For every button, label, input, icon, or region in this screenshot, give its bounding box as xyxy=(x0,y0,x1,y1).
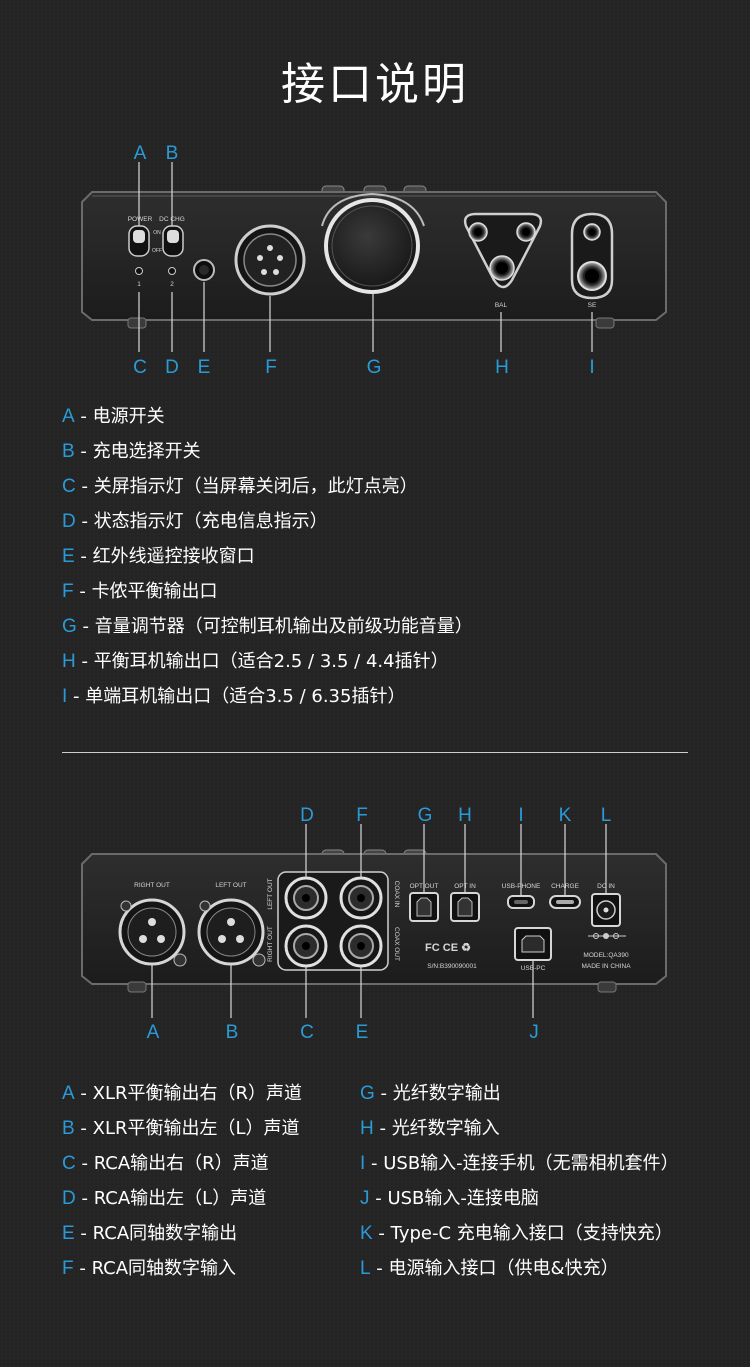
legend-item: E - RCA同轴数字输出 xyxy=(62,1223,238,1244)
serial-number: S/N:B390090001 xyxy=(427,963,477,970)
legend-item: G - 光纤数字输出 xyxy=(360,1083,501,1104)
legend-item: C - 关屏指示灯（当屏幕关闭后，此灯点亮） xyxy=(62,476,418,497)
callout-i: I xyxy=(589,357,594,378)
legend-item: G - 音量调节器（可控制耳机输出及前级功能音量） xyxy=(62,616,473,637)
svg-text:POWER: POWER xyxy=(128,216,153,223)
callout-f: F xyxy=(265,357,277,378)
legend-item: D - RCA输出左（L）声道 xyxy=(62,1188,267,1209)
legend-item: K - Type-C 充电输入接口（支持快充） xyxy=(360,1223,673,1244)
svg-text:LEFT OUT: LEFT OUT xyxy=(267,878,274,909)
rca-coax-input xyxy=(339,876,383,920)
page-title: 接口说明 xyxy=(281,59,469,110)
callout-k: K xyxy=(559,805,572,826)
optical-input: OPT IN xyxy=(450,883,480,922)
callout-j: J xyxy=(529,1022,539,1043)
svg-text:BAL: BAL xyxy=(495,302,508,309)
rca-right-output xyxy=(284,924,328,968)
section-divider xyxy=(62,752,688,753)
volume-knob xyxy=(321,192,425,294)
power-switch: POWER xyxy=(128,216,153,257)
rear-legend-left: A - XLR平衡输出右（R）声道 B - XLR平衡输出左（L）声道 C - … xyxy=(62,1076,302,1286)
xlr-right-output: RIGHT OUT xyxy=(118,882,187,967)
front-panel-diagram: POWER DC CHG ON OFF 1 2 xyxy=(81,143,667,378)
callout-g: G xyxy=(367,357,382,378)
callout-e: E xyxy=(198,357,211,378)
model-label: MODEL:QA390 xyxy=(583,952,629,959)
legend-item: E - 红外线遥控接收窗口 xyxy=(62,546,255,567)
callout-c: C xyxy=(300,1022,314,1043)
svg-text:ON: ON xyxy=(153,230,161,236)
callout-f: F xyxy=(356,805,368,826)
callout-b: B xyxy=(226,1022,239,1043)
callout-h: H xyxy=(458,805,472,826)
legend-item: D - 状态指示灯（充电信息指示） xyxy=(62,511,328,532)
ir-receiver-window xyxy=(193,259,215,281)
svg-text:RIGHT OUT: RIGHT OUT xyxy=(267,926,274,962)
svg-text:1: 1 xyxy=(137,281,141,288)
front-legend: A - 电源开关 B - 充电选择开关 C - 关屏指示灯（当屏幕关闭后，此灯点… xyxy=(62,399,473,714)
legend-item: A - 电源开关 xyxy=(62,406,165,427)
callout-e: E xyxy=(356,1022,369,1043)
balanced-headphone-output: BAL xyxy=(463,212,543,309)
legend-item: F - RCA同轴数字输入 xyxy=(62,1258,237,1279)
single-ended-headphone-output: SE xyxy=(570,212,614,309)
legend-item: H - 光纤数字输入 xyxy=(360,1118,500,1139)
certification-marks: FC CE ♻ xyxy=(425,942,471,954)
legend-item: H - 平衡耳机输出口（适合2.5 / 3.5 / 4.4插针） xyxy=(62,651,449,672)
svg-text:OFF: OFF xyxy=(152,248,162,254)
legend-item: I - 单端耳机输出口（适合3.5 / 6.35插针） xyxy=(62,686,406,707)
rca-left-output xyxy=(284,876,328,920)
xlr-left-output: LEFT OUT xyxy=(197,882,266,967)
legend-item: J - USB输入-连接电脑 xyxy=(360,1188,539,1209)
legend-item: A - XLR平衡输出右（R）声道 xyxy=(62,1083,303,1104)
svg-text:COAX OUT: COAX OUT xyxy=(393,927,400,961)
callout-d: D xyxy=(300,805,314,826)
svg-text:SE: SE xyxy=(588,302,597,309)
svg-text:COAX IN: COAX IN xyxy=(393,881,400,908)
legend-item: B - XLR平衡输出左（L）声道 xyxy=(62,1118,300,1139)
legend-item: F - 卡侬平衡输出口 xyxy=(62,581,218,602)
callout-b: B xyxy=(166,143,179,164)
legend-item: L - 电源输入接口（供电&快充） xyxy=(360,1258,619,1279)
made-in-label: MADE IN CHINA xyxy=(581,963,631,970)
svg-text:2: 2 xyxy=(170,281,174,288)
svg-text:RIGHT OUT: RIGHT OUT xyxy=(134,882,170,889)
callout-g: G xyxy=(418,805,433,826)
callout-d: D xyxy=(165,357,179,378)
callout-c: C xyxy=(133,357,147,378)
status-led: 2 xyxy=(168,267,176,288)
rear-panel-diagram: RIGHT OUT LEFT OUT LEFT OUT RIGHT OUT CO… xyxy=(81,805,667,1043)
legend-item: C - RCA输出右（R）声道 xyxy=(62,1153,269,1174)
screen-off-led: 1 xyxy=(135,267,143,288)
callout-i: I xyxy=(518,805,523,826)
svg-text:LEFT OUT: LEFT OUT xyxy=(215,882,246,889)
rca-coax-output xyxy=(339,924,383,968)
callout-a: A xyxy=(134,143,147,164)
legend-item: I - USB输入-连接手机（无需相机套件） xyxy=(360,1153,679,1174)
callout-h: H xyxy=(495,357,509,378)
callout-a: A xyxy=(147,1022,160,1043)
callout-l: L xyxy=(601,805,612,826)
xlr-balanced-output xyxy=(234,224,306,296)
legend-item: B - 充电选择开关 xyxy=(62,441,201,462)
rear-legend-right: G - 光纤数字输出 H - 光纤数字输入 I - USB输入-连接手机（无需相… xyxy=(360,1076,679,1286)
